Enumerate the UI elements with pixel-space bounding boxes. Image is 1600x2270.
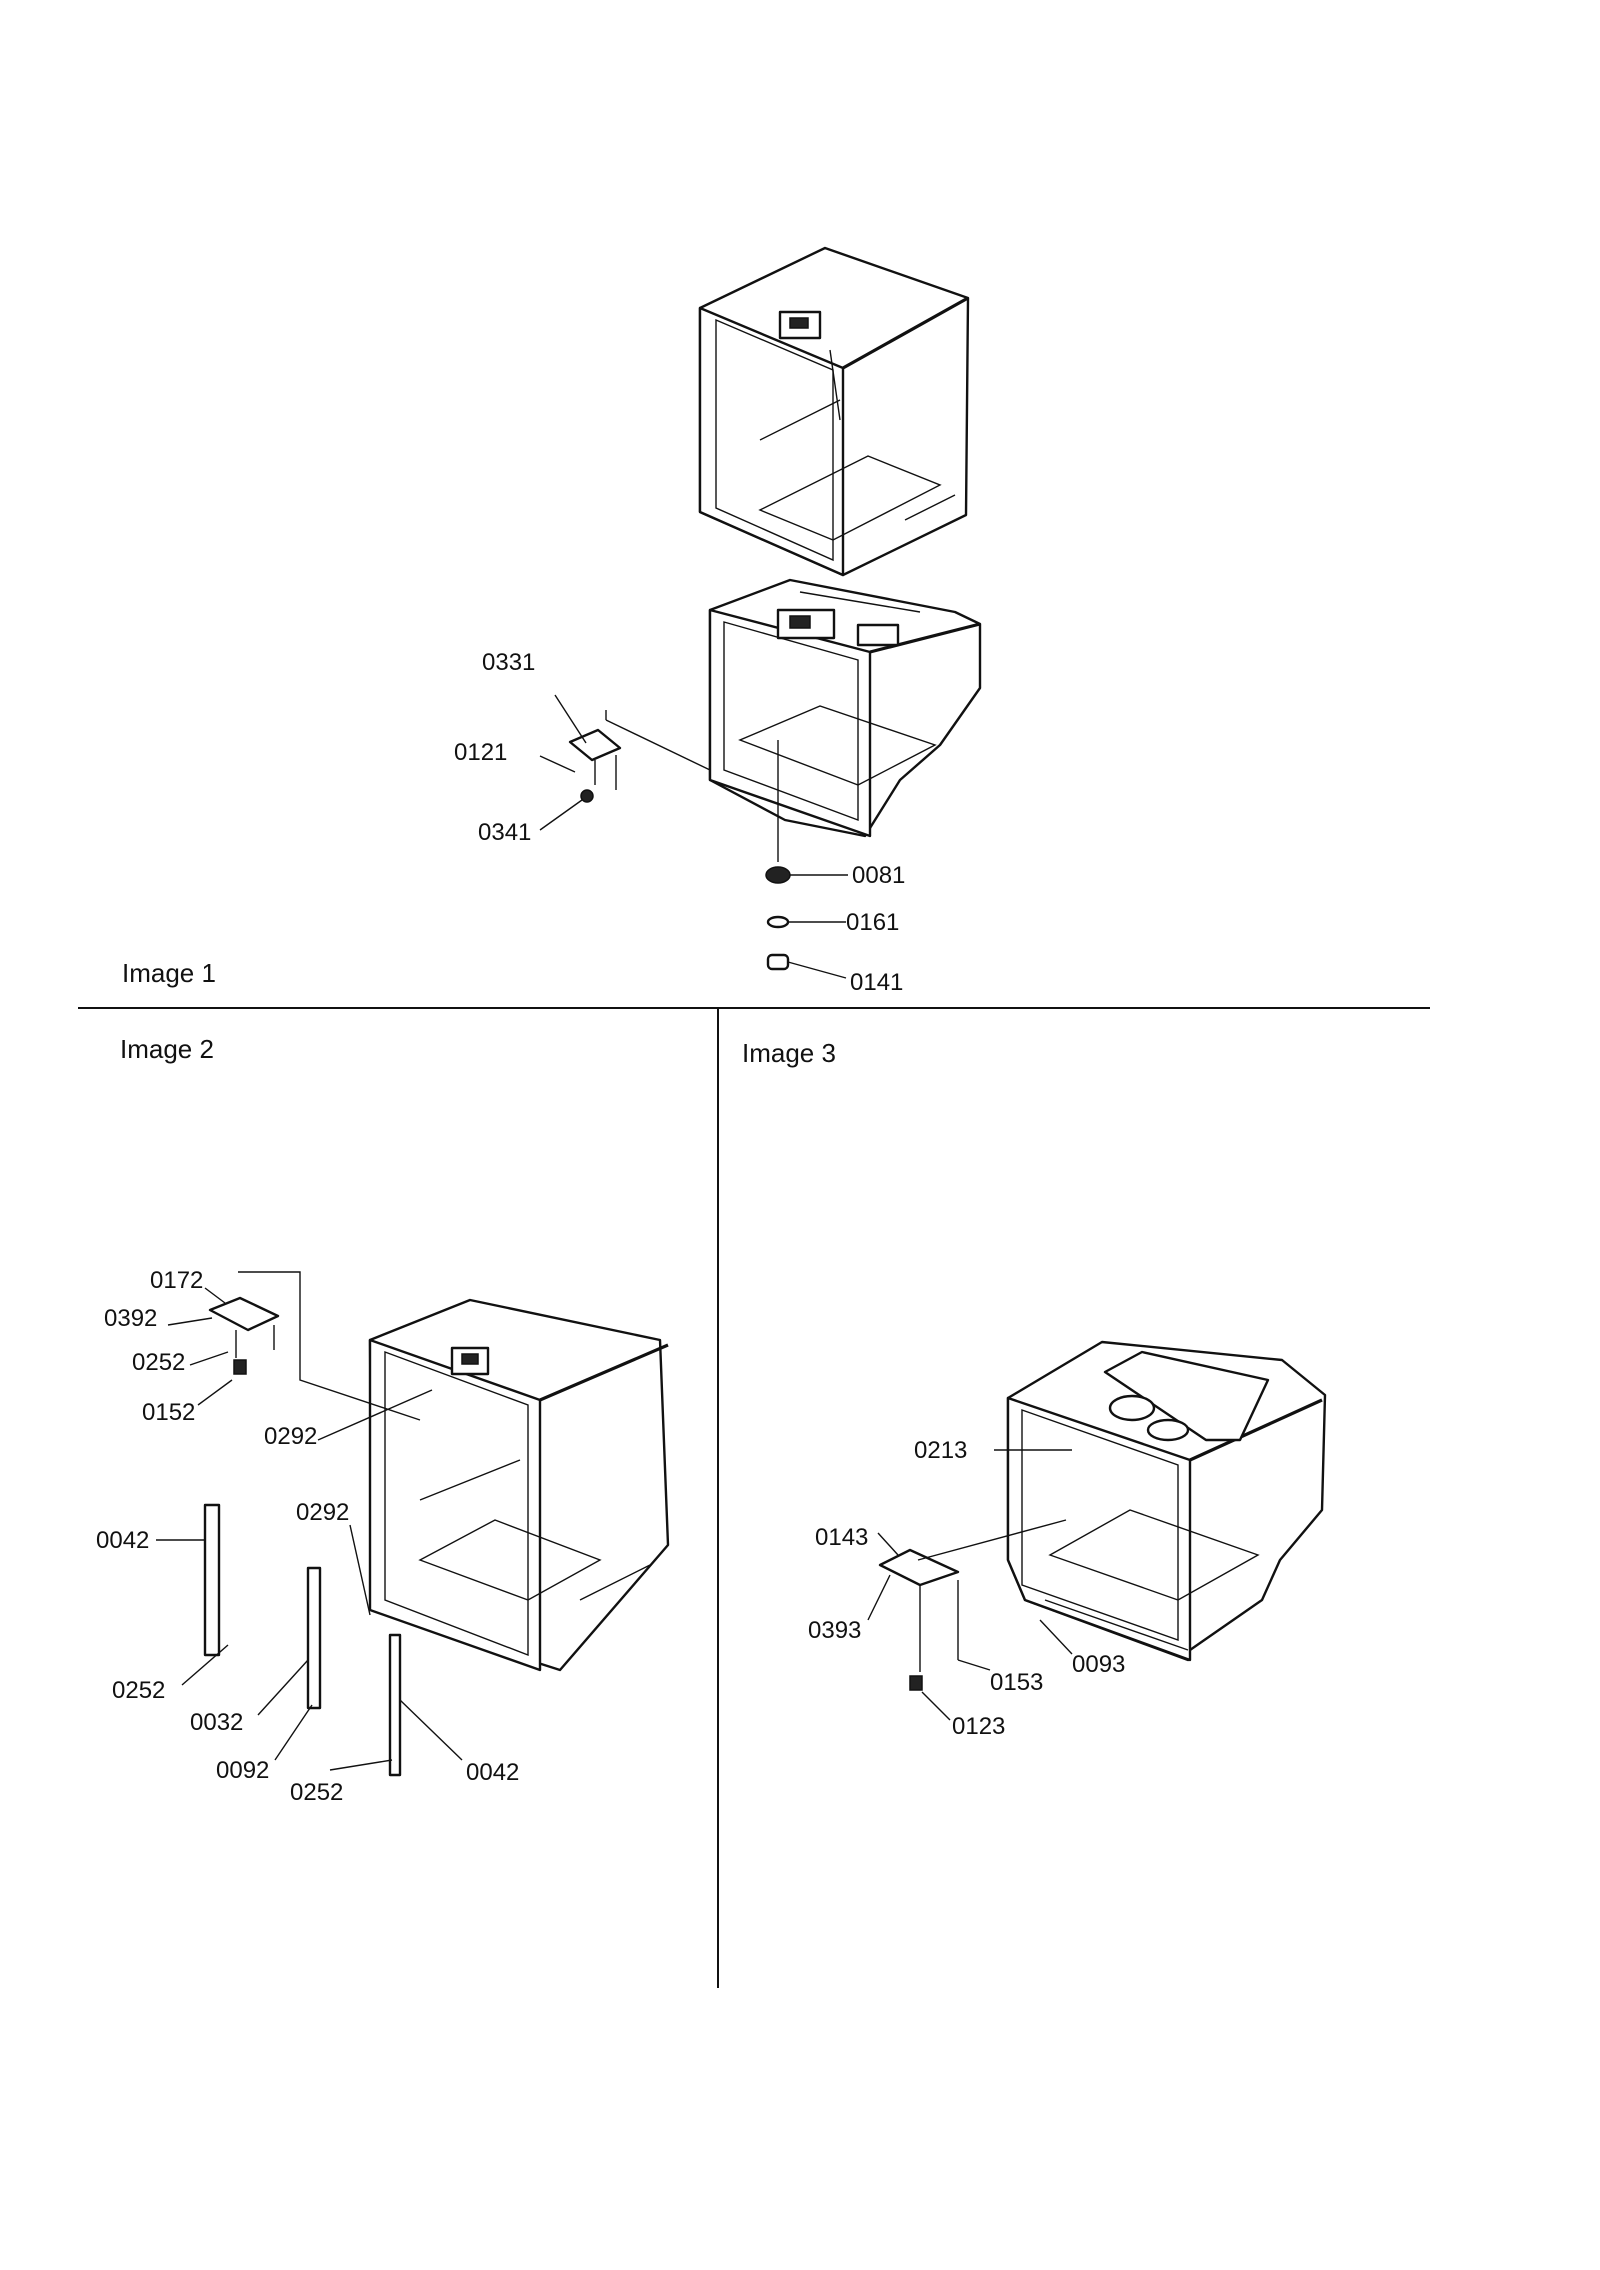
hinge-bracket <box>568 728 622 762</box>
hinge-pin-image-3 <box>909 1675 923 1691</box>
callout-0331: 0331 <box>482 649 535 676</box>
callout-0153: 0153 <box>990 1669 1043 1696</box>
image-3-panel: Image 3 0213 0143 0393 0153 0093 0 <box>742 1038 1327 1740</box>
image-2-panel: Image 2 <box>96 1034 670 1806</box>
drain-cap <box>766 953 790 971</box>
shelf-support-left <box>203 1503 221 1657</box>
image-1-caption: Image 1 <box>122 958 216 988</box>
callout-0081: 0081 <box>852 862 905 889</box>
hinge-bracket-image-3 <box>878 1548 960 1587</box>
image-3-caption: Image 3 <box>742 1038 836 1068</box>
image-1-panel: Image 1 <box>122 246 982 996</box>
callout-0172: 0172 <box>150 1267 203 1294</box>
hinge-pin <box>580 789 594 803</box>
callout-0292-lower: 0292 <box>296 1499 349 1526</box>
callout-0093: 0093 <box>1072 1651 1125 1678</box>
image-2-caption: Image 2 <box>120 1034 214 1064</box>
compartment-liner-image-3 <box>1006 1340 1327 1662</box>
callout-0392: 0392 <box>104 1305 157 1332</box>
hinge-bracket-image-2 <box>208 1296 280 1332</box>
shelf-support-middle <box>306 1566 322 1710</box>
callout-0092: 0092 <box>216 1757 269 1784</box>
callout-0252-left: 0252 <box>112 1677 165 1704</box>
callout-0121: 0121 <box>454 739 507 766</box>
callout-0161: 0161 <box>846 909 899 936</box>
compartment-liner-image-2 <box>368 1298 670 1672</box>
lower-compartment-liner <box>708 578 982 838</box>
upper-compartment-liner <box>698 246 970 577</box>
callout-0042-right: 0042 <box>466 1759 519 1786</box>
callout-0123: 0123 <box>952 1713 1005 1740</box>
drain-fitting <box>765 866 791 884</box>
callout-0032: 0032 <box>190 1709 243 1736</box>
callout-0141: 0141 <box>850 969 903 996</box>
callout-0252-top: 0252 <box>132 1349 185 1376</box>
callout-0292-upper: 0292 <box>264 1423 317 1450</box>
callout-0042-left: 0042 <box>96 1527 149 1554</box>
shelf-support-right <box>388 1633 402 1777</box>
callout-0143: 0143 <box>815 1524 868 1551</box>
drain-washer <box>766 915 790 929</box>
callout-0152: 0152 <box>142 1399 195 1426</box>
callout-0393: 0393 <box>808 1617 861 1644</box>
callout-0213: 0213 <box>914 1437 967 1464</box>
callout-0252-bottom: 0252 <box>290 1779 343 1806</box>
hinge-pin-image-2 <box>233 1359 247 1375</box>
callout-0341: 0341 <box>478 819 531 846</box>
